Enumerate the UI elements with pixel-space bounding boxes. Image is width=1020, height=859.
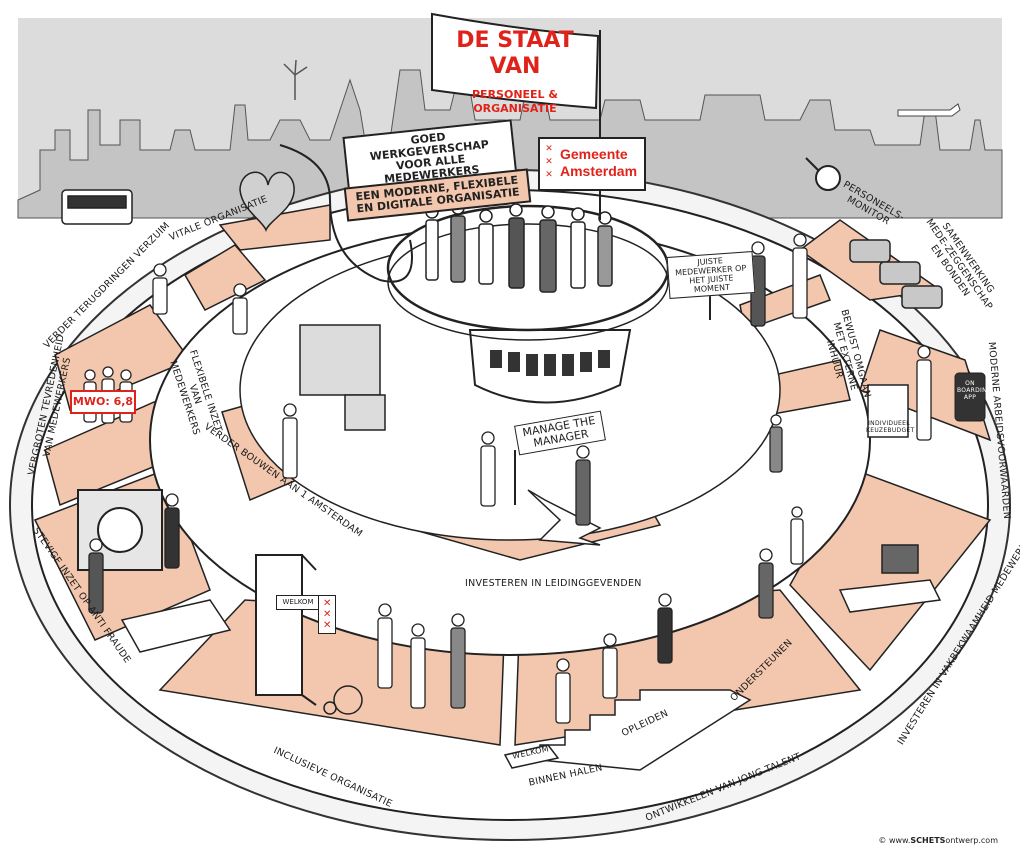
manager-arrow xyxy=(527,489,602,546)
heart-icon xyxy=(239,171,295,233)
spiral-arrow xyxy=(279,144,413,283)
wheelchair-icon xyxy=(323,685,363,715)
desk-workstation xyxy=(838,544,942,613)
individueel-keuzebudget-label: INDIVIDUEEL KEUZEBUDGET xyxy=(866,420,915,434)
phone-icon xyxy=(954,372,986,422)
figures-ring xyxy=(83,233,932,724)
logo-name-line1: Gemeente xyxy=(560,146,628,162)
airplane-icon xyxy=(897,103,961,117)
flag-title-line1: DE STAAT VAN xyxy=(456,28,574,79)
credit-prefix: © www. xyxy=(878,836,911,845)
sign-welkom-door: WELKOM xyxy=(276,595,320,610)
windmill-icon xyxy=(283,59,308,100)
flag-title: DE STAAT VAN PERSONEEL & ORGANISATIE xyxy=(440,28,590,116)
clipboard-icon xyxy=(867,384,909,438)
credit-brand-rest: ontwerp xyxy=(945,836,979,845)
credit-suffix: .com xyxy=(978,836,998,845)
sign-juiste-medewerker: JUISTE MEDEWERKER OP HET JUISTE MOMENT xyxy=(666,251,756,299)
leadership-group-figures xyxy=(425,201,613,293)
city-map-puzzle xyxy=(299,324,386,431)
puzzle-pieces xyxy=(849,239,943,309)
credit-schetsontwerp: © www.SCHETSontwerp.com xyxy=(878,836,998,845)
keyboard-icon xyxy=(120,599,232,653)
label-investeren-leidinggevenden: INVESTEREN IN LEIDINGGEVENDEN xyxy=(465,578,642,589)
tram-icon xyxy=(61,189,133,225)
flag-banner xyxy=(431,12,600,110)
welcome-mat xyxy=(503,744,560,769)
flag-title-line2: PERSONEEL & ORGANISATIE xyxy=(472,88,558,115)
welcome-door xyxy=(255,554,317,706)
magnifier-icon xyxy=(805,157,841,191)
logo-x-mark: ✕✕✕ xyxy=(545,144,553,180)
amsterdam-xxx-flag: ✕✕✕ xyxy=(318,595,337,634)
stairs xyxy=(539,689,752,771)
mwo-score-sign: MWO: 6,8 xyxy=(70,390,136,414)
phone-screen-text: ON BOARDING APP xyxy=(957,380,992,401)
gemeente-amsterdam-logo: ✕✕✕ Gemeente Amsterdam xyxy=(538,137,646,191)
logo-name-line2: Amsterdam xyxy=(560,163,638,179)
central-building xyxy=(468,329,632,404)
credit-brand-bold: SCHETS xyxy=(910,836,946,845)
